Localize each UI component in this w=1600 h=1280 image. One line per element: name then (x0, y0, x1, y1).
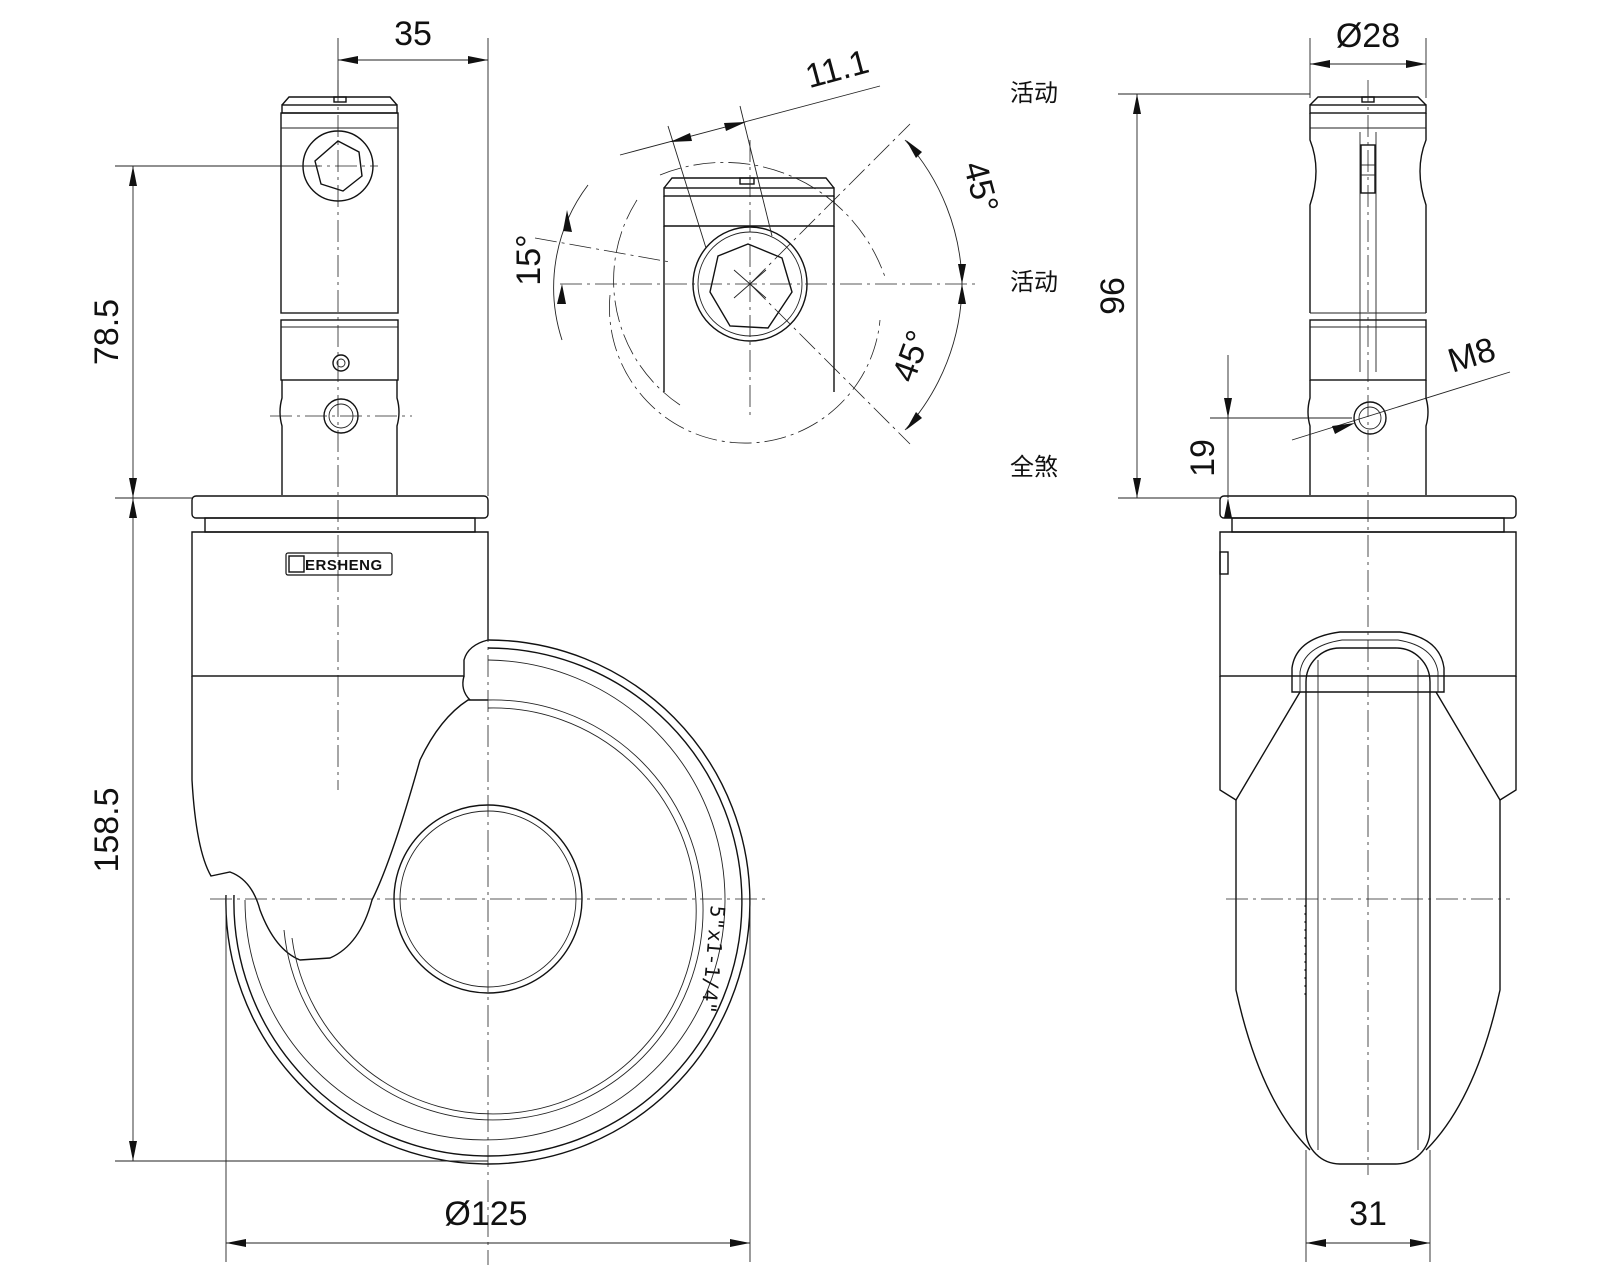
tire-marking: 5"x1-1/4" (697, 905, 730, 1015)
dim-hex-width: 11.1 (801, 43, 872, 96)
dim-angle-left: 15° (510, 234, 548, 285)
position-labels: 活动 活动 全煞 (1010, 79, 1058, 481)
position-label-top: 活动 (1010, 79, 1058, 107)
dim-angle-lower: 45° (885, 326, 938, 387)
dim-lower-height: 158.5 (88, 787, 126, 872)
dim-angle-upper: 45° (956, 157, 1006, 217)
brand-logo-text: ERSHENG (305, 557, 383, 574)
dim-wheel-diameter: Ø125 (444, 1195, 527, 1233)
position-label-bottom: 全煞 (1010, 453, 1058, 481)
front-view: ERSHENG 5"x1-1/4" (191, 80, 766, 1265)
brand-logo-plate (285, 552, 393, 576)
top-view (534, 105, 978, 445)
dim-stem-diameter: Ø28 (1336, 17, 1400, 55)
dim-top-offset: 35 (394, 15, 432, 53)
side-view (1219, 80, 1517, 1175)
dim-side-height: 96 (1094, 277, 1132, 315)
top-view-dimensions: 11.1 15° 45° 45° (510, 43, 1006, 431)
front-view-dimensions: 35 78.5 158.5 Ø125 (88, 15, 751, 1262)
dim-thread: M8 (1444, 330, 1500, 380)
dim-hole-height: 19 (1184, 439, 1222, 477)
position-label-middle: 活动 (1010, 268, 1058, 296)
dim-upper-height: 78.5 (88, 299, 126, 365)
dim-wheel-width: 31 (1349, 1195, 1387, 1233)
side-view-dimensions: Ø28 96 19 M8 31 (1094, 17, 1511, 1262)
